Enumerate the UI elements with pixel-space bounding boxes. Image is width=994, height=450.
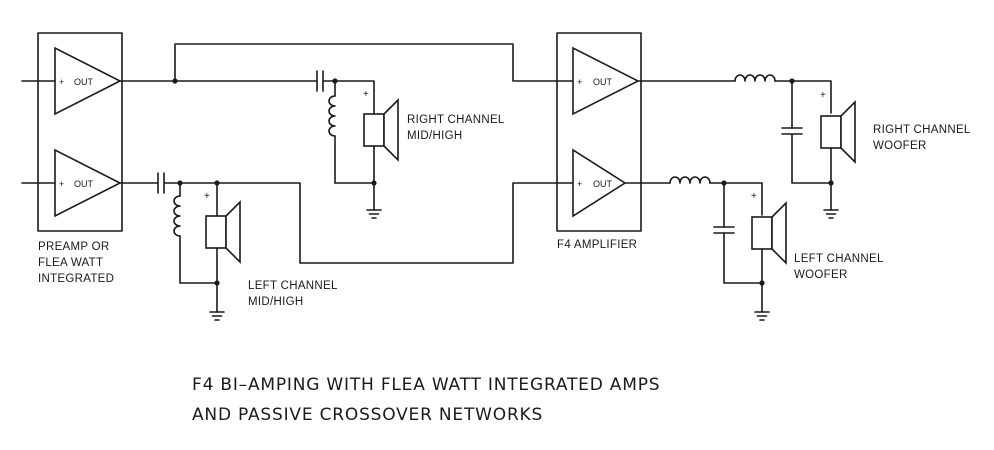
junction-dot: [828, 180, 834, 186]
label-left-woofer-line1: LEFT CHANNEL: [794, 253, 884, 265]
label-right-woofer-line1: RIGHT CHANNEL: [873, 124, 971, 136]
label-f4-amplifier: F4 AMPLIFIER: [557, 239, 637, 251]
speaker-right-mid: +: [363, 89, 399, 162]
capacitor-right-mid: [316, 70, 324, 92]
label-left-mid-line2: MID/HIGH: [248, 296, 303, 308]
opamp-plus-label: +: [577, 77, 582, 87]
label-right-woofer-line2: WOOFER: [873, 140, 927, 152]
junction-dot: [214, 280, 220, 286]
wire-left-woofer-top: [709, 182, 763, 216]
ground-symbol: [366, 209, 382, 219]
wire-left-cap-out: [163, 182, 574, 264]
speaker-plus-label: +: [820, 90, 826, 101]
opamp-out-label: OUT: [593, 77, 613, 87]
wire-right-mid-return: [334, 147, 375, 184]
opamp-plus-label: +: [59, 179, 64, 189]
diagram-title-line1: F4 BI–AMPING WITH FLEA WATT INTEGRATED A…: [192, 375, 660, 395]
preamp-opamp-left: + OUT: [54, 148, 122, 218]
diagram-title-line2: AND PASSIVE CROSSOVER NETWORKS: [192, 405, 543, 425]
capacitor-right-woofer: [781, 80, 832, 184]
speaker-plus-label: +: [363, 89, 369, 100]
opamp-out-label: OUT: [74, 179, 94, 189]
label-preamp-line2: FLEA WATT: [38, 257, 103, 269]
opamp-plus-label: +: [577, 179, 582, 189]
label-left-mid-line1: LEFT CHANNEL: [248, 280, 338, 292]
ground-symbol: [754, 311, 770, 321]
speaker-right-woofer: +: [820, 90, 856, 164]
label-preamp-line3: INTEGRATED: [38, 273, 114, 285]
speaker-plus-label: +: [751, 191, 757, 202]
capacitor-left-woofer: [713, 182, 763, 284]
ground-symbol: [209, 311, 225, 321]
opamp-out-label: OUT: [74, 77, 94, 87]
f4-amplifier-box: [556, 32, 642, 232]
wire-right-cap-out: [322, 80, 375, 107]
inductor-right-mid: [328, 80, 336, 184]
wire-right-to-f4: [174, 43, 574, 82]
opamp-out-label: OUT: [593, 179, 613, 189]
speaker-left-woofer: +: [751, 191, 787, 265]
capacitor-left-mid: [157, 172, 165, 194]
ground-symbol: [823, 209, 839, 219]
speaker-plus-label: +: [204, 191, 210, 202]
f4-opamp-right: + OUT: [572, 46, 640, 116]
preamp-box: [37, 32, 123, 232]
speaker-left-mid: +: [204, 191, 241, 264]
preamp-opamp-right: + OUT: [54, 46, 122, 116]
label-preamp-line1: PREAMP OR: [38, 241, 110, 253]
junction-dot: [759, 280, 765, 286]
inductor-right-woofer: [734, 74, 776, 82]
label-right-mid-line1: RIGHT CHANNEL: [407, 114, 505, 126]
inductor-left-woofer: [669, 176, 711, 184]
inductor-left-mid: [173, 182, 218, 284]
label-right-mid-line2: MID/HIGH: [407, 130, 462, 142]
label-left-woofer-line2: WOOFER: [794, 269, 848, 281]
opamp-plus-label: +: [59, 77, 64, 87]
f4-opamp-left: + OUT: [572, 148, 627, 218]
